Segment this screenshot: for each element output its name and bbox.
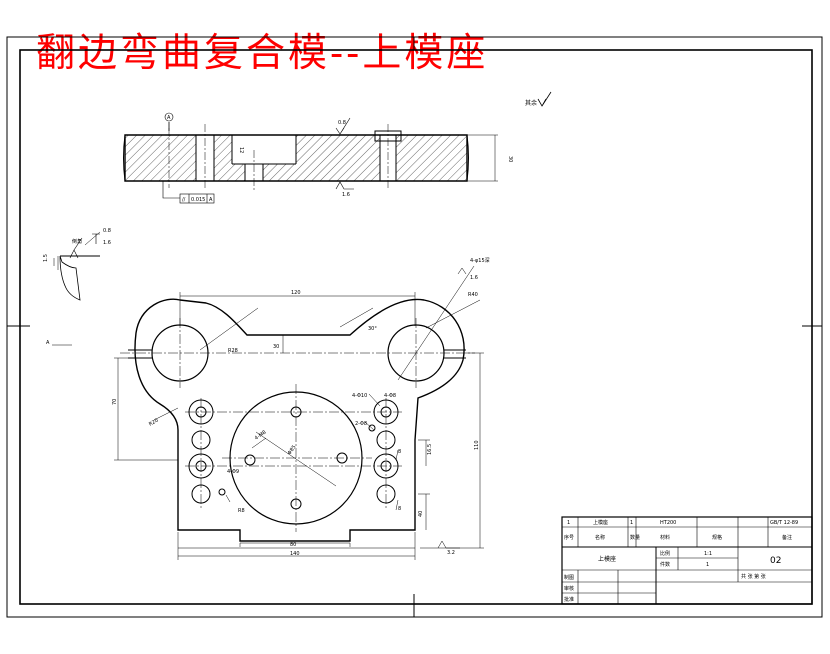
dim-4phi9: 4-Φ9 — [227, 469, 239, 475]
tb-design: 制图 — [564, 574, 574, 581]
parallel-datum: A — [209, 197, 213, 203]
detail-dim-1: 1.5 — [43, 254, 49, 262]
dim-roughness-bottom: 3.2 — [447, 550, 455, 556]
dim-30: 30 — [273, 344, 279, 350]
roughness-bottom: 1.6 — [342, 192, 350, 198]
detail-dim-4: 1.6 — [103, 240, 111, 246]
dim-2phi8: 2-Φ8 — [355, 421, 367, 427]
dim-r20: R20 — [148, 418, 160, 428]
tb-qty-label: 件数 — [660, 561, 670, 568]
dim-roughness-cb: 1.6 — [470, 275, 478, 281]
detail-dim-2: 倒角 — [72, 238, 82, 245]
tb-scale-label: 比例 — [660, 550, 670, 557]
tb-r2c5: 规格 — [712, 534, 722, 541]
parallel-symbol: // — [182, 197, 186, 203]
tb-r1c6: GB/T 12-89 — [770, 520, 798, 526]
tb-r1c3: 1 — [630, 520, 633, 526]
tb-r2c3: 数量 — [630, 534, 640, 541]
dim-r28: R28 — [228, 348, 238, 354]
parallel-tolerance: 0.015 — [191, 197, 205, 203]
dim-16: 16.5 — [427, 444, 433, 455]
dim-40: 40 — [418, 511, 424, 517]
plan-view: A — [46, 265, 484, 560]
dim-8b: 8 — [398, 506, 401, 512]
dim-width-top: 120 — [291, 290, 301, 296]
tb-scale: 1:1 — [704, 551, 712, 557]
tb-sheet-info: 共 张 第 张 — [741, 573, 766, 580]
tb-r1c1: 1 — [567, 520, 570, 526]
tb-r1c4: HT200 — [660, 520, 676, 526]
datum-a: A — [167, 115, 171, 121]
tb-r2c1: 序号 — [564, 534, 574, 541]
dim-angle: 30° — [368, 326, 377, 332]
dim-70: 70 — [112, 399, 118, 405]
section-view: 30 12 A // 0.015 A 0.8 1.6 — [123, 112, 513, 204]
dim-4m8: 4-M8 — [254, 430, 268, 442]
dim-4phi8: 4-Φ8 — [384, 393, 396, 399]
title-block-text: 1 上模座 1 HT200 GB/T 12-89 序号 名称 数量 材料 规格 … — [564, 519, 798, 603]
dim-cb-note: 4-φ15深 — [470, 257, 490, 264]
dim-4phi10: 4-Φ10 — [352, 393, 367, 399]
tb-quantity: 1 — [706, 562, 709, 568]
tb-approve: 批准 — [564, 596, 574, 603]
dim-r40: R40 — [468, 292, 478, 298]
dim-110: 110 — [474, 440, 480, 450]
tb-r1c2: 上模座 — [593, 519, 608, 526]
dim-diameter: Φ85 — [287, 444, 298, 456]
tb-check: 审核 — [564, 585, 574, 592]
dim-overall-width: 140 — [290, 551, 300, 557]
detail-view — [53, 231, 101, 301]
dim-8a: 8 — [398, 449, 401, 455]
roughness-note: 其余 — [525, 99, 537, 107]
tb-r2c2: 名称 — [595, 534, 605, 541]
title-block — [561, 516, 813, 605]
detail-dim-3: 0.8 — [103, 228, 111, 234]
tb-r2c6: 备注 — [782, 534, 792, 541]
inner-border — [19, 49, 813, 605]
thickness-dim: 30 — [507, 156, 513, 162]
drawing-title: 翻边弯曲复合模--上模座 — [36, 31, 489, 76]
tb-drawing-number: 02 — [770, 556, 781, 566]
view-marker: A — [46, 340, 50, 346]
depth-dim: 12 — [238, 147, 244, 153]
roughness-top: 0.8 — [338, 120, 346, 126]
centering-marks — [7, 37, 822, 617]
tb-r2c4: 材料 — [660, 534, 670, 541]
dim-bottom-width: 80 — [290, 542, 296, 548]
part-outline — [134, 298, 465, 542]
tb-drawing-label: 上模座 — [598, 555, 616, 563]
dim-r8: R8 — [238, 508, 245, 514]
roughness-symbol — [537, 91, 552, 107]
